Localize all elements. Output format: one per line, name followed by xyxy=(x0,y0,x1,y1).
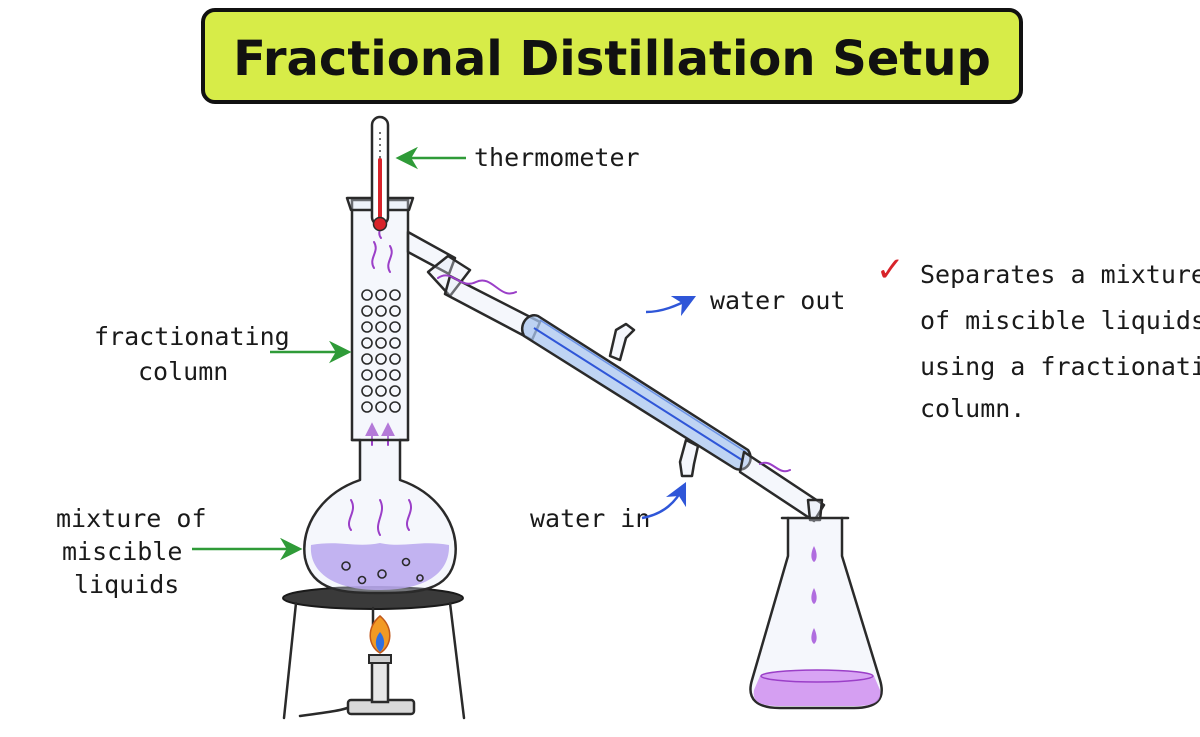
water-in-label: water in xyxy=(530,504,650,533)
fractionating-column xyxy=(345,196,415,442)
bunsen-burner xyxy=(298,654,416,718)
mixture-label-line3: liquids xyxy=(74,570,179,599)
mixture-label-line1: mixture of xyxy=(56,504,207,533)
side-arm xyxy=(406,230,542,342)
thermometer-label: thermometer xyxy=(474,143,640,172)
flask-vapor xyxy=(348,422,412,536)
fractionating-column-label-line1: fractionating xyxy=(94,322,290,351)
condenser xyxy=(521,314,826,523)
thermometer-icon xyxy=(370,115,390,232)
note-group: ✓ Separates a mixture of miscible liquid… xyxy=(876,250,1200,423)
conical-flask xyxy=(749,516,883,710)
page-title: Fractional Distillation Setup xyxy=(233,31,991,87)
thermometer-label-group: thermometer xyxy=(395,143,640,172)
title-box xyxy=(201,8,1023,104)
note-line2: of miscible liquids xyxy=(920,306,1200,335)
fractionating-column-label-group: fractionating column xyxy=(94,322,352,386)
water-out-label-group: water out xyxy=(645,286,845,317)
note-line4: column. xyxy=(920,394,1025,423)
fractionating-column-label-line2: column xyxy=(138,357,228,386)
note-line1: Separates a mixture xyxy=(920,260,1200,289)
water-out-label: water out xyxy=(710,286,845,315)
glass-beads xyxy=(361,289,401,413)
mixture-label-line2: miscible xyxy=(62,537,182,566)
flame-icon xyxy=(369,615,391,654)
mixture-label-group: mixture of miscible liquids xyxy=(56,504,303,599)
check-mark-icon: ✓ xyxy=(876,250,905,290)
note-line3: using a fractionating xyxy=(920,352,1200,381)
water-out-pointer xyxy=(645,295,697,317)
water-in-pointer xyxy=(641,481,687,520)
water-in-label-group: water in xyxy=(530,481,687,533)
title-banner: Fractional Distillation Setup xyxy=(201,8,1023,104)
